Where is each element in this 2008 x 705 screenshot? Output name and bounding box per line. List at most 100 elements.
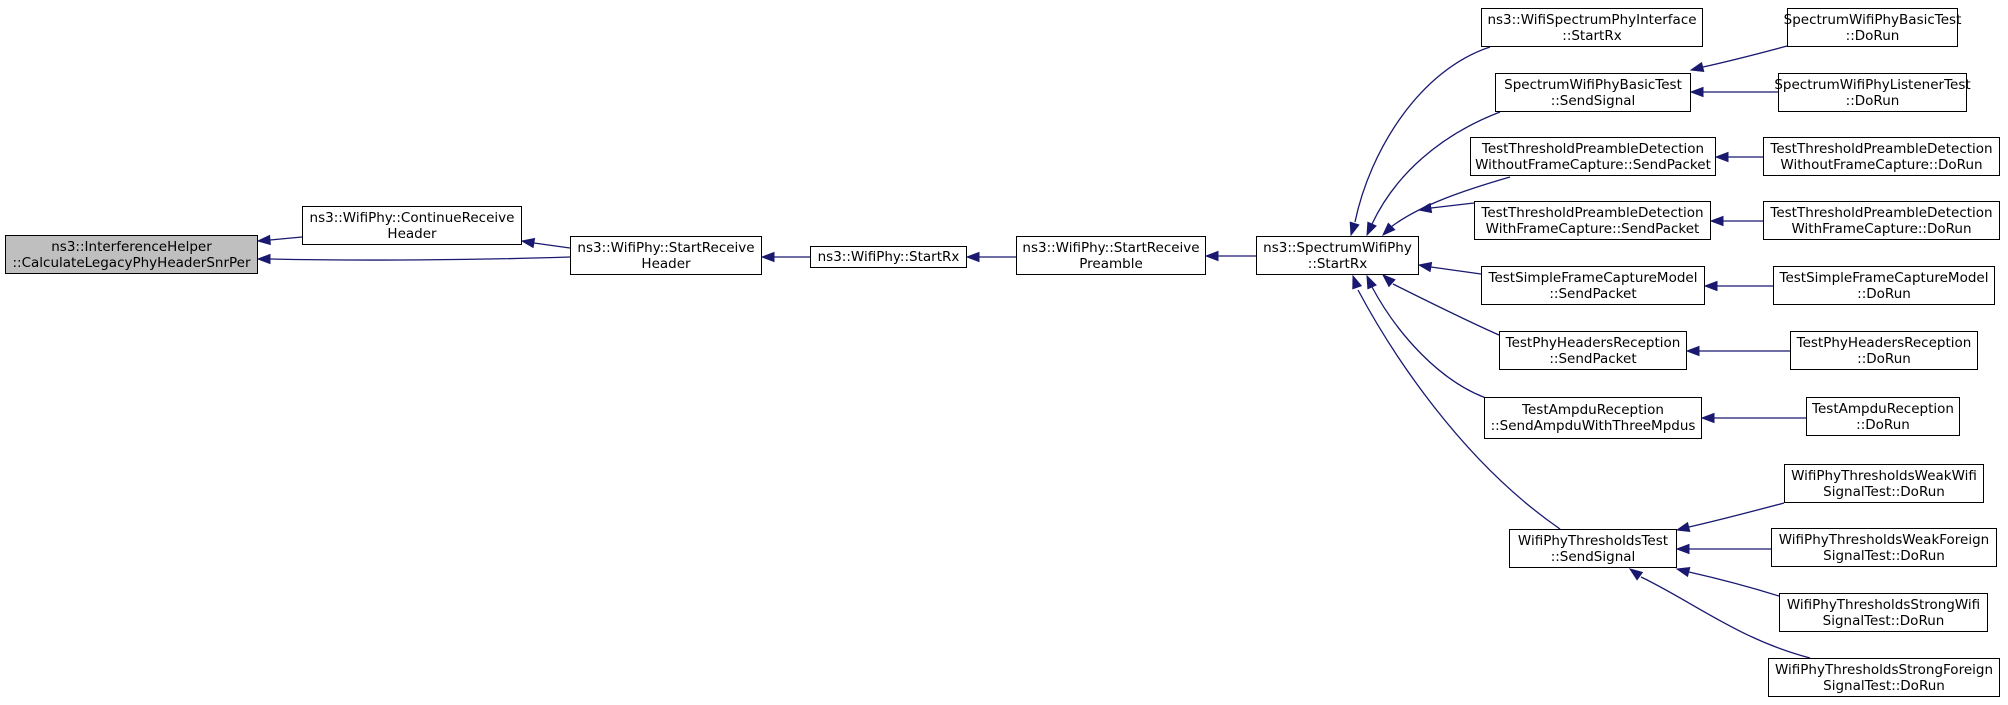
edge-arrowhead <box>256 253 271 265</box>
edge-arrowhead <box>1714 151 1729 163</box>
node-label-line: TestSimpleFrameCaptureModel <box>1779 269 1989 286</box>
edge-arrowhead <box>1700 412 1715 424</box>
node-label-line: TestAmpduReception <box>1812 400 1954 417</box>
edge-arrowhead <box>1675 543 1690 555</box>
edge-n4-to-n3 <box>965 251 1016 263</box>
node-label-line: WifiPhyThresholdsStrongForeign <box>1774 661 1994 678</box>
node-label-line: TestThresholdPreambleDetection <box>1481 140 1705 157</box>
edge-line <box>1371 111 1501 225</box>
edge-arrowhead <box>1381 222 1396 237</box>
edge-n23-to-n13 <box>1675 566 1780 597</box>
edge-line <box>1702 45 1788 68</box>
edge-n1-to-n0 <box>256 234 303 246</box>
edge-line <box>1392 283 1500 336</box>
edge-n22-to-n13 <box>1675 543 1771 555</box>
node-label-line: TestPhyHeadersReception <box>1796 334 1972 351</box>
node-label-line: ::DoRun <box>1845 92 1900 109</box>
edge-line <box>1354 46 1491 223</box>
node-label-line: SignalTest::DoRun <box>1823 483 1945 500</box>
node-label-line: WifiPhyThresholdsWeakForeign <box>1778 531 1990 548</box>
edge-n18-to-n10 <box>1703 280 1773 292</box>
node-label-line: SpectrumWifiPhyListenerTest <box>1774 76 1971 93</box>
node-wifiphy-thresholds-strong-foreign-dorun[interactable]: WifiPhyThresholdsStrongForeign SignalTes… <box>1768 658 2000 697</box>
edge-n14-to-n7 <box>1689 45 1788 73</box>
node-wifiphy-thresholds-test-send-signal[interactable]: WifiPhyThresholdsTest ::SendSignal <box>1509 529 1677 568</box>
node-label-line: ::DoRun <box>1857 350 1911 367</box>
node-label-line: ns3::SpectrumWifiPhy <box>1263 239 1412 256</box>
edge-n17-to-n9 <box>1709 215 1763 227</box>
edge-n11-to-n5 <box>1381 274 1500 336</box>
edge-line <box>269 236 303 241</box>
node-interference-helper-calculate-legacy-phy-header-snr-per: ns3::InterferenceHelper ::CalculateLegac… <box>5 235 258 274</box>
edge-line <box>1430 202 1475 209</box>
node-wifi-spectrum-phy-interface-start-rx[interactable]: ns3::WifiSpectrumPhyInterface ::StartRx <box>1481 8 1703 47</box>
node-test-ampdu-reception-dorun[interactable]: TestAmpduReception ::DoRun <box>1806 397 1960 436</box>
node-label-line: WithFrameCapture::DoRun <box>1791 220 1972 237</box>
node-spectrum-wifiphy-start-rx[interactable]: ns3::SpectrumWifiPhy ::StartRx <box>1256 236 1419 275</box>
edge-n12-to-n5 <box>1366 274 1496 402</box>
node-spectrum-wifiphy-basic-test-send-signal[interactable]: SpectrumWifiPhyBasicTest ::SendSignal <box>1495 73 1691 112</box>
node-wifiphy-start-receive-header[interactable]: ns3::WifiPhy::StartReceive Header <box>570 236 762 275</box>
node-test-phy-headers-reception-send-packet[interactable]: TestPhyHeadersReception ::SendPacket <box>1499 331 1687 370</box>
edge-line <box>1357 289 1561 530</box>
node-label-line: Header <box>641 255 691 272</box>
node-wifiphy-thresholds-weak-wifi-dorun[interactable]: WifiPhyThresholdsWeakWifi SignalTest::Do… <box>1784 464 1984 503</box>
node-test-threshold-with-capture-dorun[interactable]: TestThresholdPreambleDetection WithFrame… <box>1763 201 2000 240</box>
node-spectrum-wifiphy-listener-test-dorun[interactable]: SpectrumWifiPhyListenerTest ::DoRun <box>1774 73 1971 112</box>
node-test-simple-frame-capture-dorun[interactable]: TestSimpleFrameCaptureModel ::DoRun <box>1773 266 1995 305</box>
edge-n9-to-n5 <box>1417 202 1475 214</box>
edge-arrowhead <box>1352 274 1363 290</box>
edge-arrowhead <box>1349 221 1360 237</box>
node-label-line: ns3::WifiPhy::StartRx <box>817 249 960 265</box>
edge-n21-to-n13 <box>1675 502 1785 533</box>
node-label-line: TestThresholdPreambleDetection <box>1770 204 1993 221</box>
node-label-line: TestPhyHeadersReception <box>1505 334 1681 351</box>
node-test-threshold-with-capture-send-packet[interactable]: TestThresholdPreambleDetection WithFrame… <box>1474 201 1711 240</box>
node-label-line: TestThresholdPreambleDetection <box>1481 204 1704 221</box>
edge-arrowhead <box>1366 221 1377 237</box>
node-label-line: ns3::InterferenceHelper <box>51 238 212 255</box>
edge-n19-to-n11 <box>1685 345 1790 357</box>
edge-n5-to-n4 <box>1204 250 1256 262</box>
node-label-line: WifiPhyThresholdsTest <box>1517 532 1669 549</box>
edge-arrowhead <box>1381 274 1396 288</box>
node-wifiphy-continue-receive-header[interactable]: ns3::WifiPhy::ContinueReceive Header <box>302 206 522 245</box>
node-test-threshold-without-capture-send-packet[interactable]: TestThresholdPreambleDetection WithoutFr… <box>1470 137 1716 176</box>
node-label-line: Preamble <box>1079 255 1143 272</box>
node-label-line: ::CalculateLegacyPhyHeaderSnrPer <box>12 254 251 271</box>
edge-arrowhead <box>1204 250 1219 262</box>
node-test-phy-headers-reception-dorun[interactable]: TestPhyHeadersReception ::DoRun <box>1790 331 1978 370</box>
node-wifiphy-start-receive-preamble[interactable]: ns3::WifiPhy::StartReceive Preamble <box>1016 236 1206 275</box>
node-label-line: ns3::WifiPhy::ContinueReceive <box>309 209 515 226</box>
node-label-line: ::DoRun <box>1856 416 1910 433</box>
node-test-threshold-without-capture-dorun[interactable]: TestThresholdPreambleDetection WithoutFr… <box>1763 137 2000 176</box>
edge-line <box>1688 571 1780 597</box>
edge-arrowhead <box>1689 86 1704 98</box>
edge-arrowhead <box>520 237 536 249</box>
node-label-line: ::DoRun <box>1857 285 1911 302</box>
edge-line <box>1640 576 1811 659</box>
edge-arrowhead <box>1675 521 1691 533</box>
edge-n20-to-n12 <box>1700 412 1806 424</box>
node-label-line: ::SendSignal <box>1550 548 1636 565</box>
edge-line <box>533 242 571 249</box>
edge-arrowhead <box>1366 274 1377 290</box>
node-label-line: SpectrumWifiPhyBasicTest <box>1504 76 1682 93</box>
node-test-ampdu-reception-send-ampdu[interactable]: TestAmpduReception ::SendAmpduWithThreeM… <box>1484 397 1702 439</box>
node-wifiphy-thresholds-weak-foreign-dorun[interactable]: WifiPhyThresholdsWeakForeign SignalTest:… <box>1771 528 1997 567</box>
node-label-line: ns3::WifiPhy::StartReceive <box>1022 239 1200 256</box>
node-label-line: SignalTest::DoRun <box>1822 612 1945 629</box>
edge-n2-to-n0 <box>256 253 571 265</box>
edge-arrowhead <box>965 251 980 263</box>
node-test-simple-frame-capture-send-packet[interactable]: TestSimpleFrameCaptureModel ::SendPacket <box>1481 266 1705 305</box>
node-label-line: ::SendSignal <box>1550 92 1636 109</box>
node-label-line: TestThresholdPreambleDetection <box>1770 140 1993 157</box>
node-wifiphy-thresholds-strong-wifi-dorun[interactable]: WifiPhyThresholdsStrongWifi SignalTest::… <box>1779 593 1988 632</box>
edge-arrowhead <box>1685 345 1700 357</box>
node-spectrum-wifiphy-basic-test-dorun[interactable]: SpectrumWifiPhyBasicTest ::DoRun <box>1784 8 1961 47</box>
node-wifiphy-start-rx[interactable]: ns3::WifiPhy::StartRx <box>810 246 967 268</box>
edge-n13-to-n5 <box>1352 274 1561 530</box>
edge-n24-to-n13 <box>1628 568 1811 659</box>
node-label-line: WifiPhyThresholdsWeakWifi <box>1791 467 1977 484</box>
node-label-line: SignalTest::DoRun <box>1823 547 1945 564</box>
